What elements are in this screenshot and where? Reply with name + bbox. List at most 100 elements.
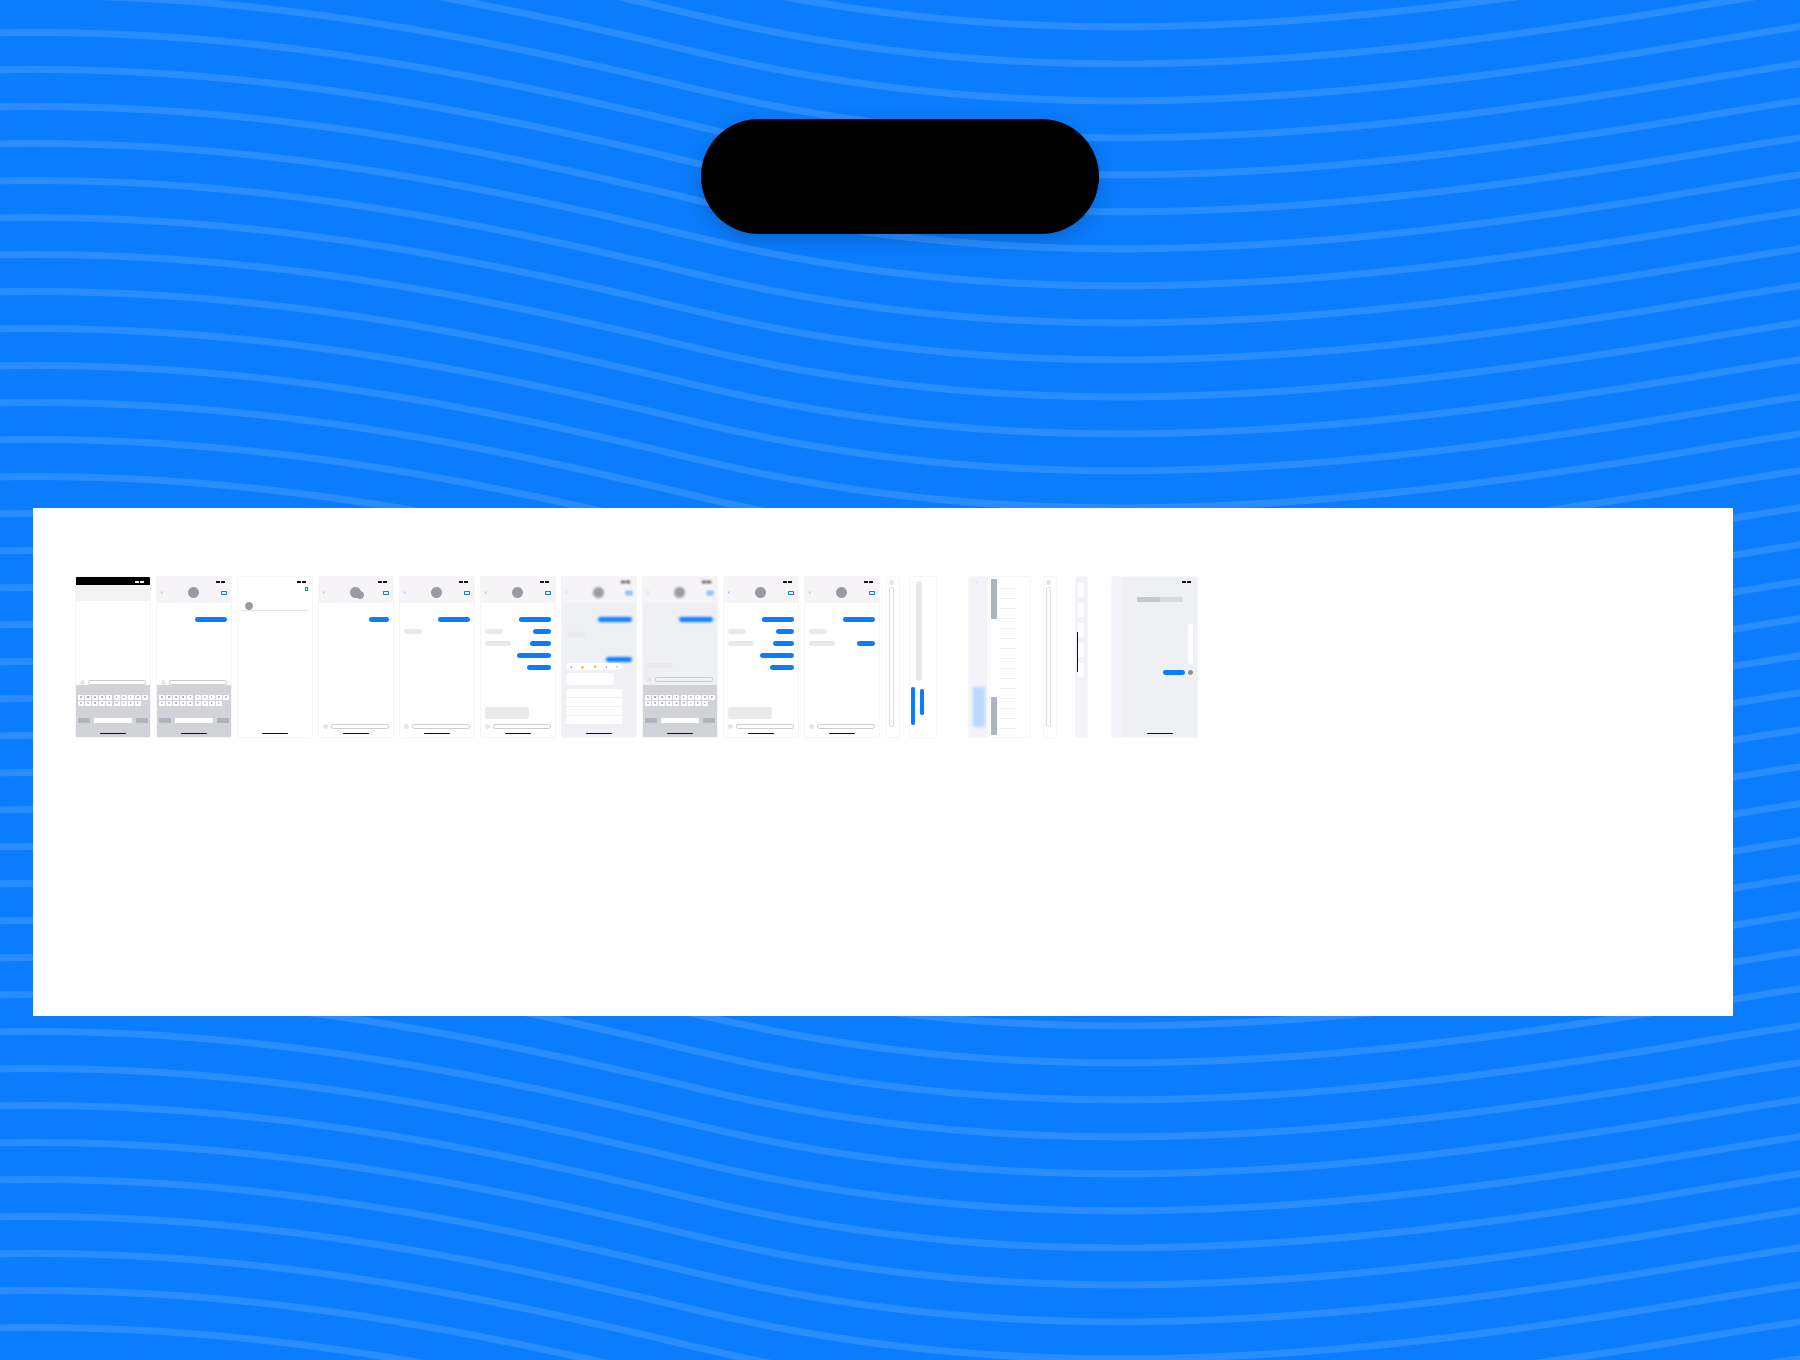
message-bubble[interactable] xyxy=(485,641,511,646)
chevron-up-icon[interactable]: ˆ xyxy=(976,581,978,586)
message-bubble[interactable] xyxy=(437,617,470,622)
message-input[interactable] xyxy=(655,677,713,682)
back-chevron-icon[interactable]: ‹ xyxy=(647,590,649,596)
message-input[interactable] xyxy=(88,680,146,685)
message-input[interactable] xyxy=(817,724,875,729)
plus-icon[interactable] xyxy=(323,724,328,729)
menu-item[interactable] xyxy=(566,707,622,716)
message-bubble[interactable] xyxy=(920,689,924,715)
effect-tab[interactable] xyxy=(1160,597,1183,602)
message-bubble[interactable] xyxy=(916,581,922,681)
space-key[interactable] xyxy=(661,718,699,723)
message-input[interactable] xyxy=(412,724,470,729)
back-chevron-icon[interactable]: ‹ xyxy=(485,590,487,596)
send-button[interactable] xyxy=(1188,670,1193,675)
space-key[interactable] xyxy=(175,718,213,723)
question-reaction-icon[interactable]: ? xyxy=(615,664,618,669)
haha-reaction-icon[interactable]: ‼ xyxy=(605,664,608,669)
plus-icon[interactable] xyxy=(1046,580,1051,585)
avatar[interactable] xyxy=(431,587,442,598)
video-call-icon[interactable] xyxy=(626,591,632,595)
plus-icon[interactable] xyxy=(485,724,490,729)
message-input[interactable] xyxy=(169,680,227,685)
message-bubble[interactable] xyxy=(404,629,422,634)
back-chevron-icon[interactable]: ‹ xyxy=(323,590,325,596)
heart-reaction-icon[interactable]: ♥ xyxy=(570,664,573,669)
text-field[interactable] xyxy=(889,587,894,727)
avatar[interactable] xyxy=(674,587,685,598)
video-call-icon[interactable] xyxy=(545,591,551,595)
space-key[interactable] xyxy=(94,718,132,723)
message-bubble[interactable] xyxy=(194,617,227,622)
format-option[interactable] xyxy=(1078,603,1084,617)
message-input[interactable] xyxy=(331,724,389,729)
avatar[interactable] xyxy=(836,587,847,598)
plus-icon[interactable] xyxy=(404,724,409,729)
message-input[interactable] xyxy=(736,724,794,729)
message-bubble[interactable] xyxy=(518,617,551,622)
message-bubble[interactable] xyxy=(769,665,794,670)
avatar[interactable] xyxy=(188,587,199,598)
plus-icon[interactable] xyxy=(889,580,894,585)
message-bubble[interactable] xyxy=(728,707,772,719)
plus-icon[interactable] xyxy=(809,724,814,729)
thumbs-up-reaction-icon[interactable]: 👍 xyxy=(580,664,585,669)
conversation-row[interactable] xyxy=(242,602,308,611)
avatar[interactable] xyxy=(350,587,361,598)
message-bubble[interactable] xyxy=(772,641,794,646)
video-call-icon[interactable] xyxy=(383,591,389,595)
menu-item[interactable] xyxy=(566,689,622,698)
plus-icon[interactable] xyxy=(161,680,166,685)
message-bubble[interactable] xyxy=(485,629,503,634)
message-bubble[interactable] xyxy=(857,641,875,646)
video-call-icon[interactable] xyxy=(464,591,470,595)
message-bubble[interactable] xyxy=(728,641,754,646)
menu-item[interactable] xyxy=(566,698,622,707)
effect-tab[interactable] xyxy=(1137,597,1160,602)
message-bubble[interactable] xyxy=(809,641,835,646)
message-bubble[interactable] xyxy=(529,641,551,646)
plus-icon[interactable] xyxy=(80,680,85,685)
format-option[interactable] xyxy=(1078,623,1084,637)
avatar[interactable] xyxy=(593,587,604,598)
message-bubble[interactable] xyxy=(526,665,551,670)
video-call-icon[interactable] xyxy=(788,591,794,595)
message-bubble[interactable] xyxy=(911,687,915,725)
avatar[interactable] xyxy=(512,587,523,598)
message-bubble[interactable] xyxy=(647,663,673,668)
thumbs-down-reaction-icon[interactable]: 👎 xyxy=(593,664,598,669)
plus-icon[interactable] xyxy=(647,677,652,682)
back-chevron-icon[interactable]: ‹ xyxy=(566,590,568,596)
menu-item[interactable] xyxy=(566,716,622,725)
message-bubble[interactable] xyxy=(728,629,746,634)
format-option[interactable] xyxy=(1078,663,1084,677)
tapback-bar[interactable]: ♥ 👍 👎 ‼? xyxy=(566,663,622,670)
message-bubble[interactable] xyxy=(516,653,551,658)
plus-icon[interactable] xyxy=(728,724,733,729)
landscape-keyboard[interactable] xyxy=(990,577,1030,737)
format-option[interactable] xyxy=(1078,583,1084,597)
message-input[interactable] xyxy=(493,724,551,729)
avatar[interactable] xyxy=(755,587,766,598)
format-option[interactable] xyxy=(1078,643,1084,657)
back-chevron-icon[interactable]: ‹ xyxy=(809,590,811,596)
compose-icon[interactable] xyxy=(304,587,308,591)
message-bubble[interactable] xyxy=(761,617,794,622)
back-chevron-icon[interactable]: ‹ xyxy=(728,590,730,596)
video-call-icon[interactable] xyxy=(707,591,713,595)
message-bubble[interactable] xyxy=(842,617,875,622)
back-chevron-icon[interactable]: ‹ xyxy=(404,590,406,596)
message-bubble[interactable] xyxy=(485,707,529,719)
message-bubble[interactable] xyxy=(533,629,551,634)
back-chevron-icon[interactable]: ‹ xyxy=(161,590,163,596)
message-bubble[interactable] xyxy=(776,629,794,634)
message-bubble[interactable] xyxy=(809,629,827,634)
message-bubble[interactable] xyxy=(368,617,389,622)
video-call-icon[interactable] xyxy=(221,591,227,595)
message-bubble[interactable] xyxy=(759,653,794,658)
text-field[interactable] xyxy=(1046,587,1051,727)
video-call-icon[interactable] xyxy=(869,591,875,595)
